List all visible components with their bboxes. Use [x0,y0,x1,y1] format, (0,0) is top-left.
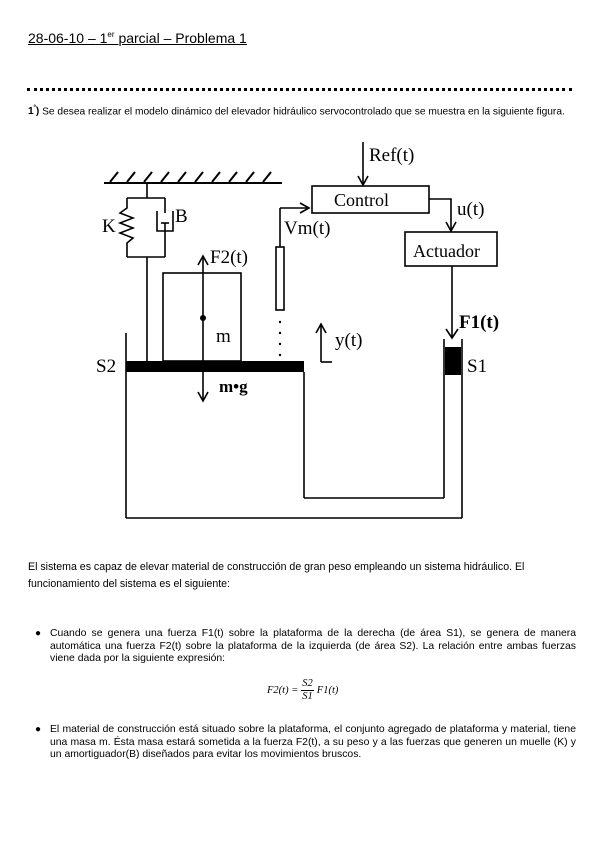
f2-label: F2(t) [210,247,248,268]
m-label: m [216,326,231,347]
ref-label: Ref(t) [369,145,414,166]
f1-label: F1(t) [459,312,499,333]
problem-number: 1º) [28,106,40,118]
position-sensor [275,202,311,311]
problem-intro: 1º) Se desea realizar el modelo dinámico… [28,102,573,119]
bullet-dot-icon: ● [35,724,42,735]
dotted-separator [27,88,572,91]
bullet-list-2: ●El material de construcción está situad… [28,724,576,762]
mg-label: m•g [219,377,248,396]
bullet-list-1: ●Cuando se genera una fuerza F1(t) sobre… [28,628,576,666]
b-label: B [175,206,188,227]
ceiling-support [104,171,282,184]
s1-label: S1 [467,356,487,377]
u-label: u(t) [457,199,484,220]
header-title: parcial – Problema 1 [118,30,247,46]
force-relation-formula: F2(t) = S2 S1 F1(t) [267,678,338,703]
s2-label: S2 [96,356,116,377]
k-label: K [102,216,116,237]
formula-numerator: S2 [301,678,314,691]
formula-lhs: F2(t) = [267,685,299,696]
spring-damper-assembly [117,183,174,362]
formula-rhs: F1(t) [316,685,339,696]
formula-fraction: S2 S1 [301,678,314,703]
header-date: 28-06-10 [28,30,85,46]
actuator-label: Actuador [413,241,480,261]
header-ordinal: 1 [99,30,108,46]
header-dash: – [87,30,96,46]
page-header: 28-06-10 – 1er parcial – Problema 1 [28,30,247,46]
control-label: Control [334,190,389,210]
vm-label: Vm(t) [284,218,330,239]
formula-denominator: S1 [302,691,313,702]
problem-statement: Se desea realizar el modelo dinámico del… [42,106,565,118]
actuator-block [404,231,498,267]
y-label: y(t) [335,330,362,351]
spring-k [117,198,136,257]
force-arrows [197,254,332,403]
list-item: ●Cuando se genera una fuerza F1(t) sobre… [35,628,576,664]
bullet-dot-icon: ● [35,628,42,639]
platform-s2 [126,361,304,372]
list-item: ●El material de construcción está situad… [35,724,576,760]
system-description: El sistema es capaz de elevar material d… [28,561,525,590]
platform-s1 [445,347,461,375]
header-ordinal-sup: er [107,30,115,39]
sensor-dots [278,320,282,357]
mass-block [162,272,242,362]
signal-arrows [357,142,459,340]
